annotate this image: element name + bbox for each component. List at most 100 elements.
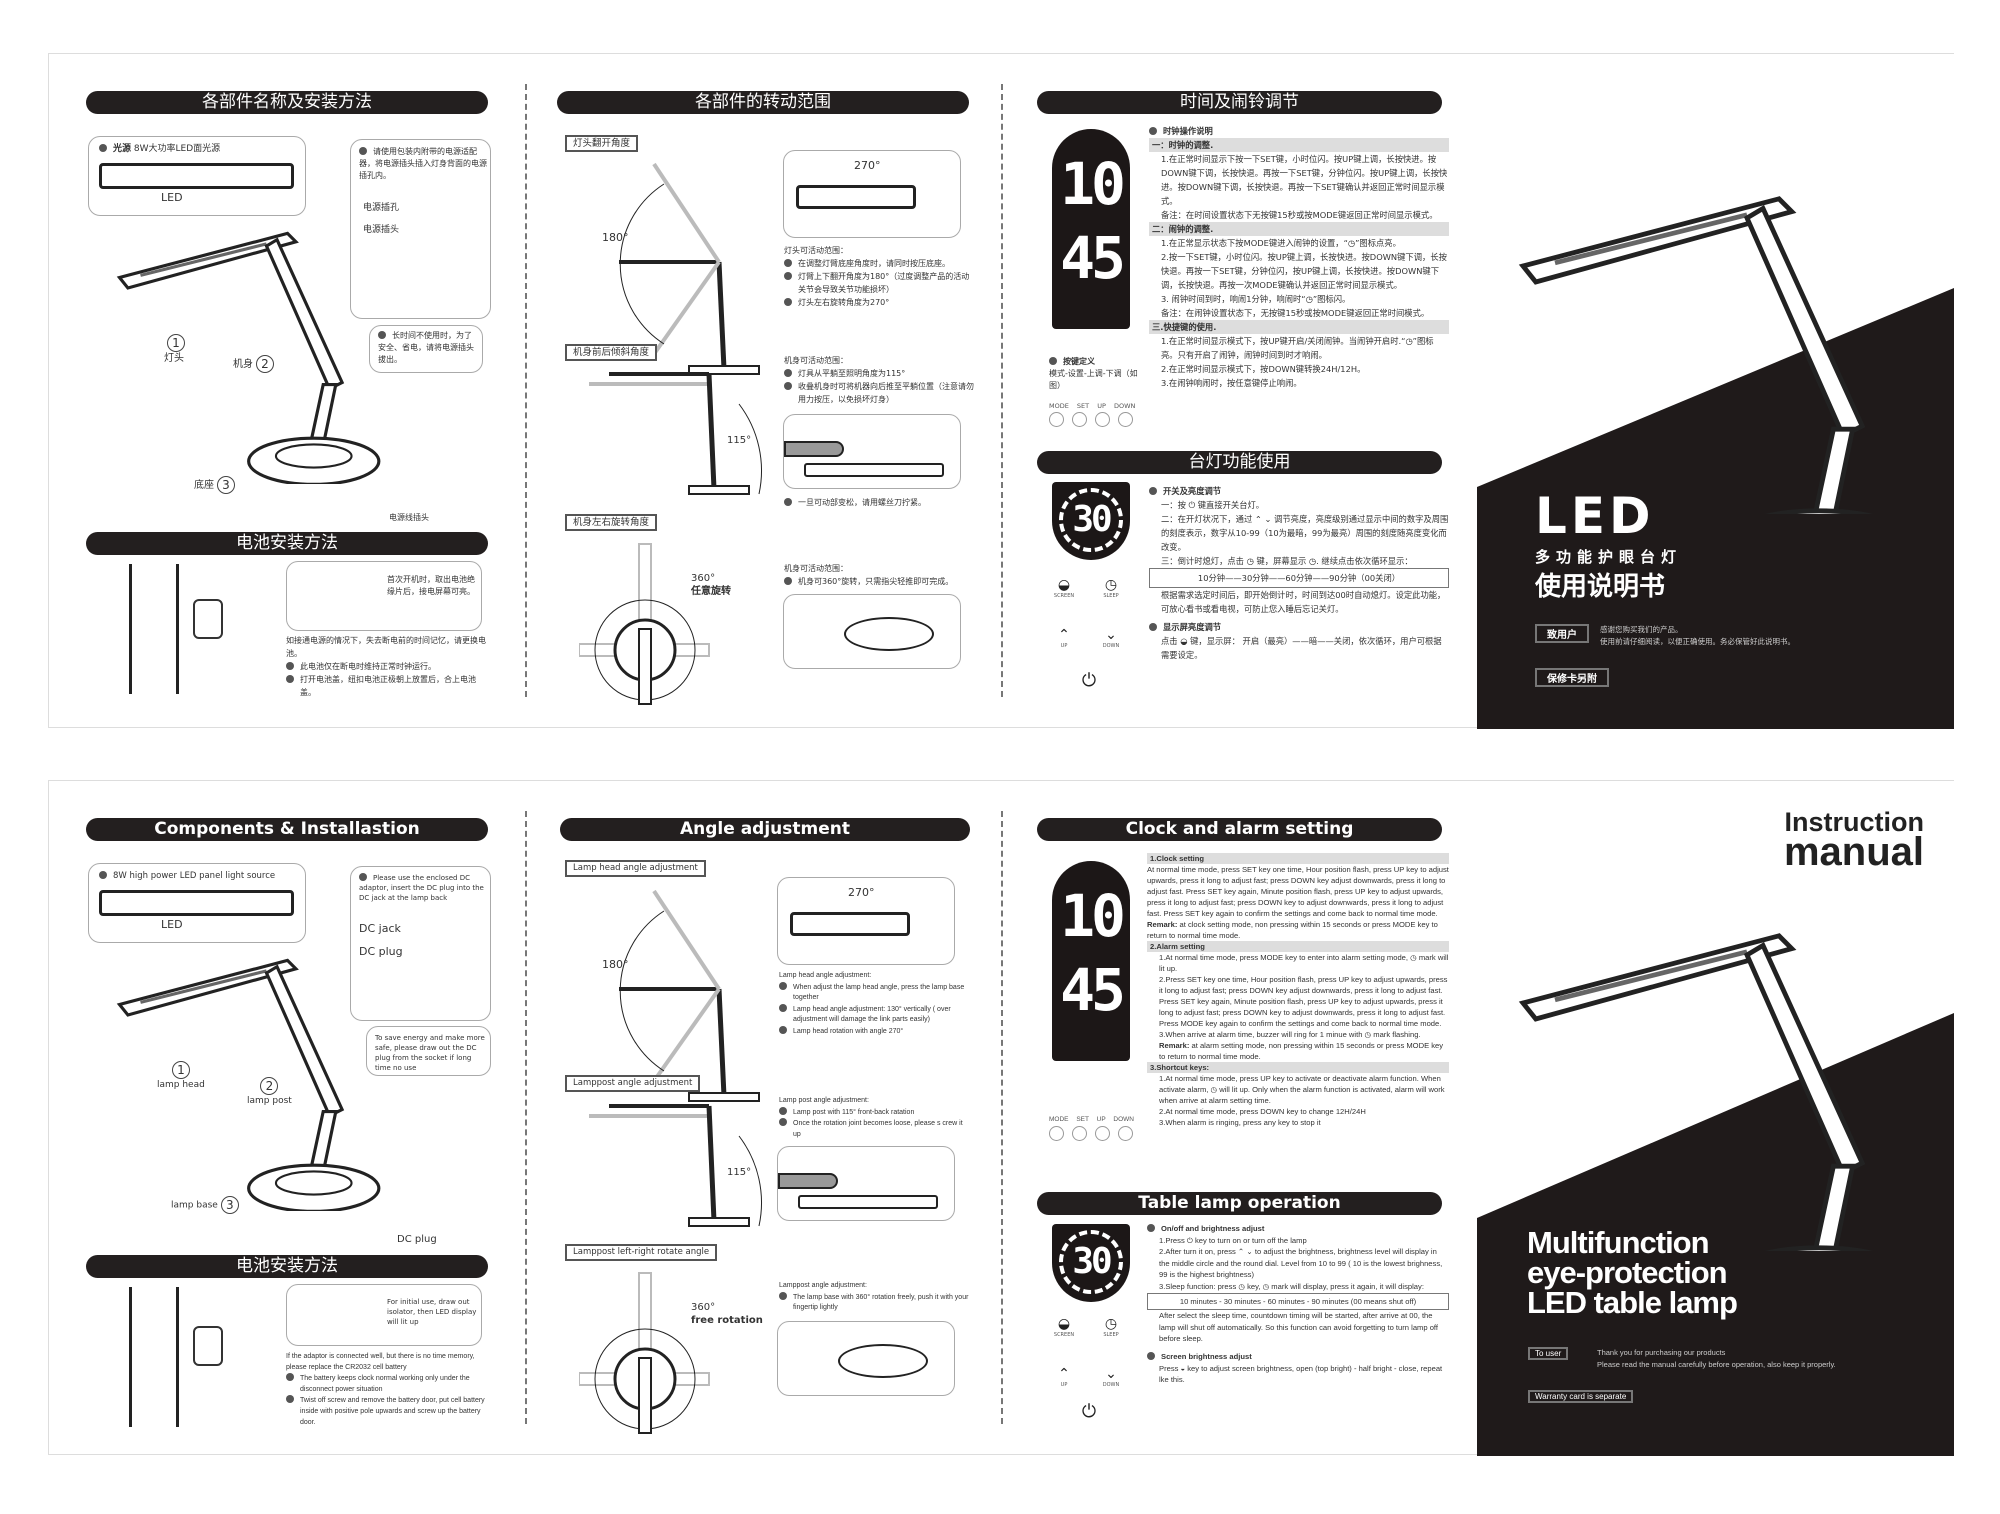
part-1-text: 灯头 <box>164 353 184 364</box>
set-key-label: SET <box>1076 402 1090 410</box>
set-key[interactable] <box>1072 412 1087 427</box>
lamp-instructions: 开关及亮度调节 一：按 ⏻ 键直接开关台灯。 二：在开灯状况下，通过 ⌃ ⌄ 调… <box>1149 484 1449 662</box>
bullet-icon <box>1149 127 1157 135</box>
down-key[interactable] <box>1118 412 1133 427</box>
up-label: UP <box>1060 643 1068 649</box>
sleep-button[interactable]: ◷SLEEP <box>1091 1316 1131 1338</box>
clock-title: 时间及闹铃调节 <box>1037 91 1442 114</box>
sleep-options-box: 10分钟——30分钟——60分钟——90分钟（00关闭） <box>1149 568 1449 588</box>
to-user-badge: 致用户 <box>1535 624 1589 643</box>
clock-title: Clock and alarm setting <box>1037 818 1442 841</box>
read-text: Please read the manual carefully before … <box>1597 1360 1836 1369</box>
screen-button[interactable]: ◒SCREEN <box>1044 577 1084 599</box>
brightness-value: 30 <box>1072 499 1112 540</box>
battery-callout: For initial use, draw out isolator, then… <box>286 1284 482 1346</box>
screen-button[interactable]: ◒SCREEN <box>1044 1316 1084 1338</box>
lamp-instructions: On/off and brightness adjust 1.Press ⏻ k… <box>1147 1223 1449 1386</box>
rotate-angle-text: 360°free rotation <box>691 1301 763 1327</box>
head-range-title: Lamp head angle adjustment: <box>779 972 872 979</box>
rotate-diagram <box>579 1272 710 1434</box>
sleep-label: SLEEP <box>1103 1332 1119 1338</box>
body-range-item: 灯具从平躺至照明角度为115° <box>798 369 906 378</box>
cover-subtitle: 多功能护眼台灯 <box>1535 548 1683 566</box>
adaptor-callout: Please use the enclosed DC adaptor, inse… <box>350 866 491 1021</box>
rotate-diagram <box>579 543 710 705</box>
body-range-text: 机身可活动范围： 灯具从平躺至照明角度为115° 收叠机身时可将机器向后推至平躺… <box>784 354 974 406</box>
save-energy-callout: To save energy and make more safe, pleas… <box>366 1026 491 1076</box>
brightness-dial: 30 <box>1052 1224 1130 1302</box>
head-angle-diagram <box>619 162 760 375</box>
brightness-value: 30 <box>1072 1241 1112 1282</box>
title-line-2: eye-protection <box>1527 1255 1728 1290</box>
head-angle-diagram <box>619 889 760 1102</box>
up-button[interactable]: ⌃UP <box>1044 1366 1084 1388</box>
part-3-text: lamp base <box>171 1200 218 1211</box>
cover-background <box>1477 54 1954 487</box>
keys-heading: 按键定义 <box>1063 357 1095 366</box>
led-panel-drawing <box>99 890 294 916</box>
adaptor-text: Please use the enclosed DC adaptor, inse… <box>359 874 484 902</box>
lamp-base-drawing <box>804 463 944 477</box>
sleep-button[interactable]: ◷SLEEP <box>1091 577 1131 599</box>
sleep-label: SLEEP <box>1103 593 1119 599</box>
down-button[interactable]: ⌄DOWN <box>1091 627 1131 649</box>
alarm-step: 3. 闹钟时间到时，响闹1分钟，响闹时“◷”图标闪。 <box>1161 294 1351 304</box>
up-key[interactable] <box>1095 1125 1110 1141</box>
head-range-item: Lamp head angle adjustment: 130° vertica… <box>793 1005 951 1024</box>
sleep-options-box: 10 minutes - 30 minutes - 60 minutes - 9… <box>1147 1292 1449 1311</box>
shortcut-step: 3.在闹钟响闹时，按任意键停止响闹。 <box>1161 378 1302 388</box>
set-key[interactable] <box>1072 1125 1087 1141</box>
head-angle-label: 灯头翻开角度 <box>565 135 639 152</box>
down-key[interactable] <box>1118 1125 1133 1141</box>
bullet-icon <box>1049 357 1057 365</box>
screw-tip: 一旦可动部变松，请用螺丝刀拧紧。 <box>798 498 926 507</box>
shortcut-step: 3.When alarm is ringing, press any key t… <box>1159 1118 1321 1127</box>
mode-key[interactable] <box>1049 1125 1064 1141</box>
base-rotation-drawing <box>838 1344 928 1378</box>
rotate-range-item: 机身可360°旋转，只需指尖轻推即可完成。 <box>798 577 954 586</box>
head-angle-label: Lamp head angle adjustment <box>565 860 706 877</box>
onoff-heading: 开关及亮度调节 <box>1163 486 1222 496</box>
part-2-text: 机身 <box>233 359 253 370</box>
jack-label: DC jack <box>359 922 401 935</box>
body-range-title: Lamp post angle adjustment: <box>779 1097 869 1104</box>
head-range-title: 灯头可活动范围： <box>784 246 848 255</box>
down-key-label: DOWN <box>1113 402 1136 410</box>
head-range-item: When adjust the lamp head angle, press t… <box>793 983 965 1002</box>
keys-desc: 模式-设置-上调-下调（如图） <box>1049 369 1138 390</box>
remark-label: Remark: <box>1147 920 1178 929</box>
battery-illustration <box>129 564 179 694</box>
power-button[interactable]: ⏻ <box>1081 670 1097 691</box>
onoff-step: 1.Press ⏻ key to turn on or turn off the… <box>1159 1235 1307 1245</box>
body-range-item: 收叠机身时可将机器向后推至平躺位置（注意请勿用力按压，以免损坏灯身） <box>798 382 974 404</box>
rotate-range-title: 机身可活动范围： <box>784 564 848 573</box>
clock-setting-text: At normal time mode, press SET key one t… <box>1147 865 1449 918</box>
head-range-item: 灯头左右旋转角度为270° <box>798 298 890 307</box>
bullet-icon <box>779 1025 787 1034</box>
head-range-item: 在调整灯臂底座角度时，请同时按压底座。 <box>798 259 950 268</box>
bullet-icon <box>779 1291 787 1300</box>
plug-label: 电源插头 <box>363 225 400 235</box>
screen-heading: 显示屏亮度调节 <box>1163 622 1222 632</box>
title-line-3: LED table lamp <box>1527 1285 1738 1320</box>
bullet-icon <box>779 1118 787 1126</box>
save-energy-text: 长时间不使用时，为了安全、省电，请将电源插头拔出。 <box>378 331 474 364</box>
up-button[interactable]: ⌃UP <box>1044 627 1084 649</box>
up-key[interactable] <box>1095 412 1110 427</box>
power-button[interactable]: ⏻ <box>1081 1401 1097 1422</box>
plug-label: DC plug <box>359 945 403 958</box>
down-button[interactable]: ⌄DOWN <box>1091 1366 1131 1388</box>
section-alarm-adjust: 二：闹钟的调整. <box>1149 222 1449 236</box>
clock-instructions: 时钟操作说明 一：时钟的调整. 1.在正常时间显示下按一下SET键，小时位闪。按… <box>1149 124 1449 390</box>
finger-push-diagram <box>777 1321 955 1396</box>
onoff-heading: On/off and brightness adjust <box>1161 1224 1265 1233</box>
shortcut-step: 2.At normal time mode, press DOWN key to… <box>1159 1107 1366 1116</box>
angle-180-label: 180° <box>602 231 629 244</box>
bullet-icon <box>286 662 294 670</box>
light-desc: 8W high power LED panel light source <box>113 871 276 881</box>
mode-key[interactable] <box>1049 412 1064 427</box>
head-rotation-diagram: 270° <box>783 150 961 238</box>
